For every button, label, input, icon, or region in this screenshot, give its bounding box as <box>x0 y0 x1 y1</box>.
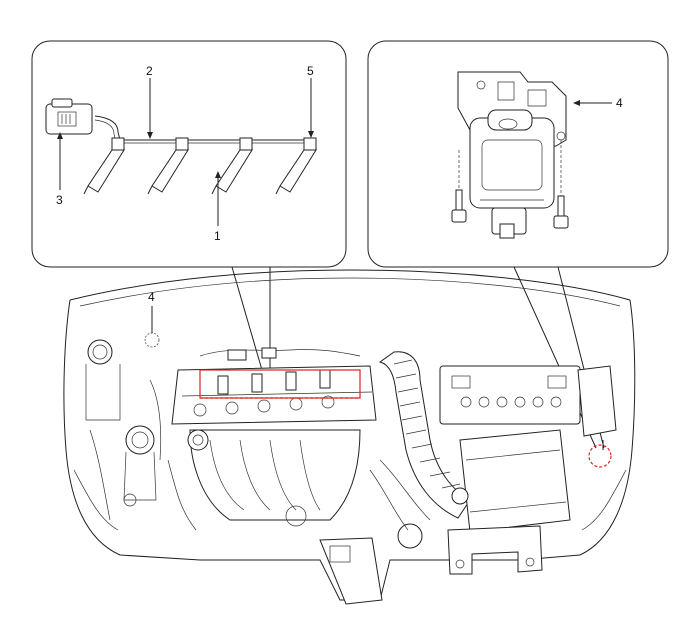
battery <box>439 365 581 425</box>
bolt-left <box>451 150 467 223</box>
relay-location-marker <box>144 332 160 348</box>
glow-plug-detail-panel: 2 3 1 5 <box>31 40 347 268</box>
air-filter-box <box>459 429 571 533</box>
lower-drivetrain <box>319 523 423 605</box>
callout-relay-right: 4 <box>616 96 623 110</box>
callout-harness: 2 <box>146 64 153 78</box>
glow-plug-4 <box>275 137 317 195</box>
callout-glow-plug: 1 <box>214 229 221 243</box>
harness-connector <box>45 98 93 135</box>
callout-relay-left: 4 <box>148 290 155 304</box>
air-intake-hose <box>378 351 471 519</box>
glow-plug-3 <box>211 137 253 195</box>
glow-plug-2 <box>147 137 189 195</box>
cylinder-head <box>171 365 377 425</box>
engine-bay-view: 4 <box>63 269 636 605</box>
callout-plug-tip: 5 <box>307 64 314 78</box>
callout-connector: 3 <box>56 193 63 207</box>
intake-manifold <box>189 429 361 527</box>
lower-bracket <box>447 525 543 575</box>
relay-detail-panel: 4 <box>367 40 669 268</box>
bolt-right <box>553 140 569 229</box>
relay-highlight <box>588 444 612 468</box>
fuse-box <box>577 365 617 437</box>
brake-reservoir <box>123 425 157 501</box>
coolant-reservoir <box>85 339 121 421</box>
glow-plug-1 <box>83 137 125 195</box>
glow-relay <box>469 109 555 239</box>
harness-wire <box>94 115 316 141</box>
oil-filler-cap <box>187 429 209 451</box>
